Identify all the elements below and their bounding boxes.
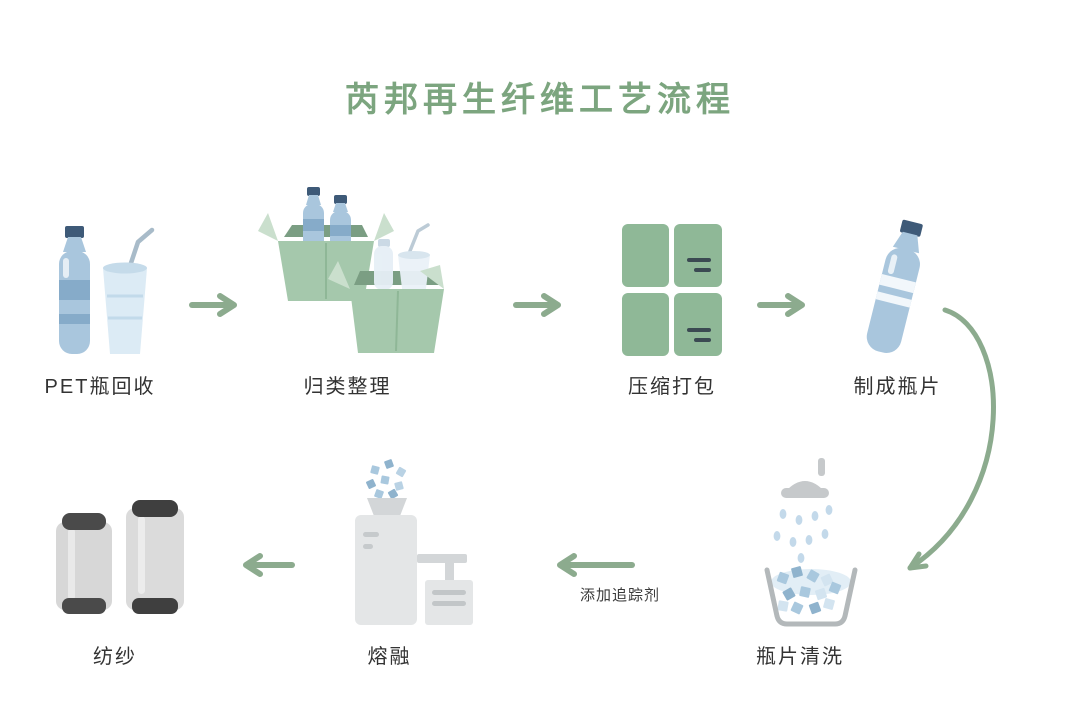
melting-machine-icon [305,458,475,630]
diagram-title: 芮邦再生纤维工艺流程 [345,81,735,119]
tracer-annotation: 添加追踪剂 [579,587,660,604]
sorting-boxes-icon [250,187,445,360]
step-label-spinning: 纺纱 [93,646,137,668]
arrow-right-icon [188,292,240,323]
arrow-left-icon [552,552,636,583]
step-sorting: 归类整理 [250,187,445,399]
step-label-sorting: 归类整理 [303,376,392,398]
flake-washing-icon [725,458,875,630]
arrow-right-icon [512,292,564,323]
curved-arrow-icon [870,300,1040,595]
arrow-right-icon [756,292,808,323]
arrow-left-icon [240,552,296,583]
step-washing: 瓶片清洗 [720,458,880,669]
yarn-spools-icon [40,458,190,630]
step-label-washing: 瓶片清洗 [756,646,844,668]
step-melting: 熔融 [302,458,477,669]
pet-bottles-icon [40,188,160,360]
step-label-flakes: 制成瓶片 [853,376,942,398]
step-label-melting: 熔融 [367,646,412,668]
step-flakes: 制成瓶片 [835,188,960,399]
step-spinning: 纺纱 [40,458,190,669]
step-label-pet-recycle: PET瓶回收 [44,376,156,398]
bottle-flakes-icon [840,188,955,360]
step-compress: 压缩打包 [612,188,732,399]
step-pet-recycle: PET瓶回收 [25,188,175,399]
compressed-bales-icon [617,188,727,360]
step-label-compress: 压缩打包 [628,376,716,398]
